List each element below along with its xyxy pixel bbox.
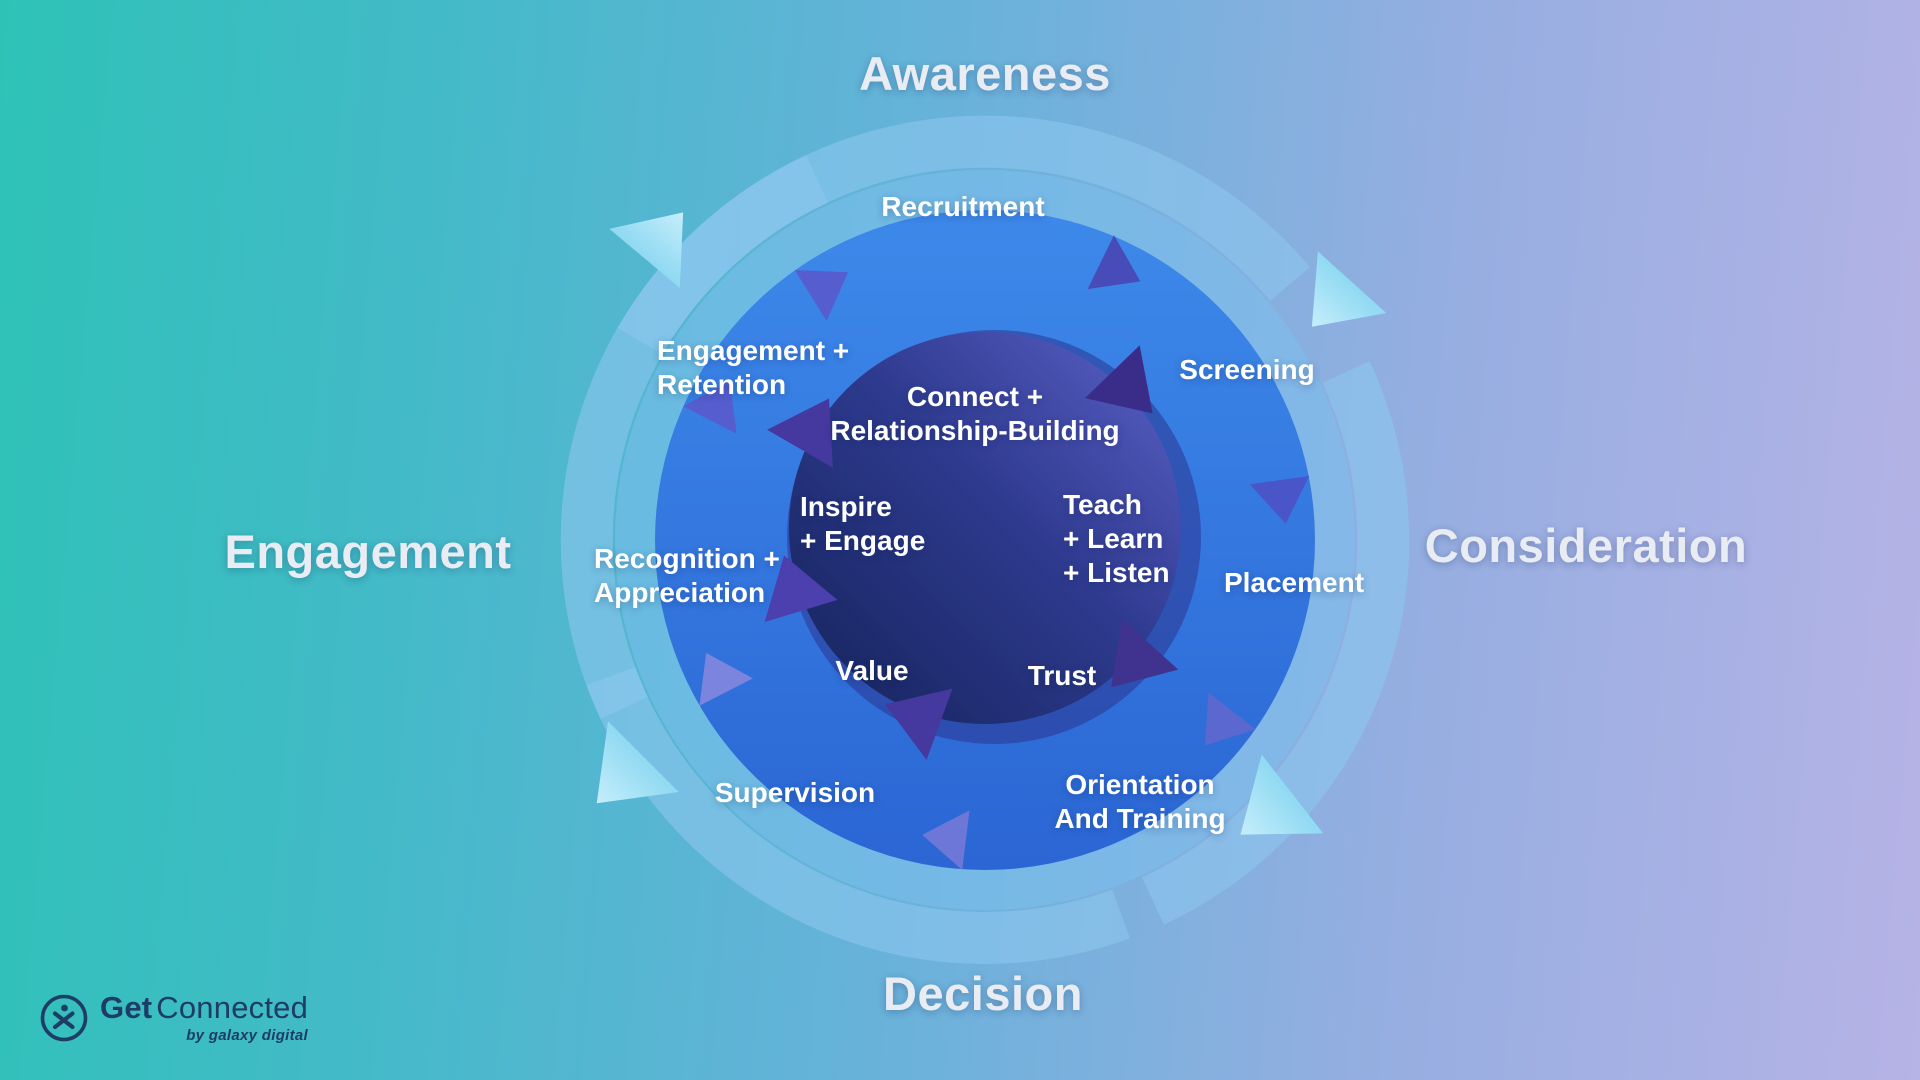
core-label-trust: Trust — [1027, 660, 1097, 691]
logo-wordmark: Get Connected — [100, 992, 308, 1023]
get-connected-logo: Get Connected by galaxy digital — [38, 992, 308, 1044]
step-label-recognition-appreciation: Recognition + Appreciation — [594, 543, 780, 609]
outer-arrowhead-icons — [596, 212, 1387, 835]
step-label-screening: Screening — [1179, 354, 1315, 385]
logo-word-get: Get — [100, 990, 153, 1025]
core-label-teach-learn-listen: Teach + Learn + Listen — [1063, 489, 1170, 589]
stage-label-engagement: Engagement — [224, 525, 512, 578]
get-connected-logo-icon — [40, 994, 88, 1042]
core-label-connect-relationship-building: Connect + Relationship-Building — [830, 381, 1120, 447]
step-label-placement: Placement — [1223, 567, 1365, 598]
stage-label-consideration: Consideration — [1424, 519, 1748, 572]
step-label-recruitment: Recruitment — [881, 191, 1045, 222]
core-arrowhead-icons — [764, 345, 1179, 760]
logo-word-connected: Connected — [156, 990, 309, 1025]
step-label-supervision: Supervision — [714, 777, 876, 808]
step-label-orientation-and-training: Orientation And Training — [1054, 769, 1226, 835]
stage-label-awareness: Awareness — [859, 47, 1111, 100]
stage-label-decision: Decision — [883, 967, 1083, 1020]
step-label-engagement-retention: Engagement + Retention — [657, 335, 850, 401]
ring-arrowhead-icons — [683, 235, 1310, 870]
outer-rotation-ring — [560, 115, 1410, 964]
core-label-inspire-engage: Inspire + Engage — [800, 491, 926, 557]
inner-core-circle — [789, 332, 1181, 724]
core-label-value: Value — [835, 655, 909, 686]
logo-byline: by galaxy digital — [186, 1027, 309, 1044]
